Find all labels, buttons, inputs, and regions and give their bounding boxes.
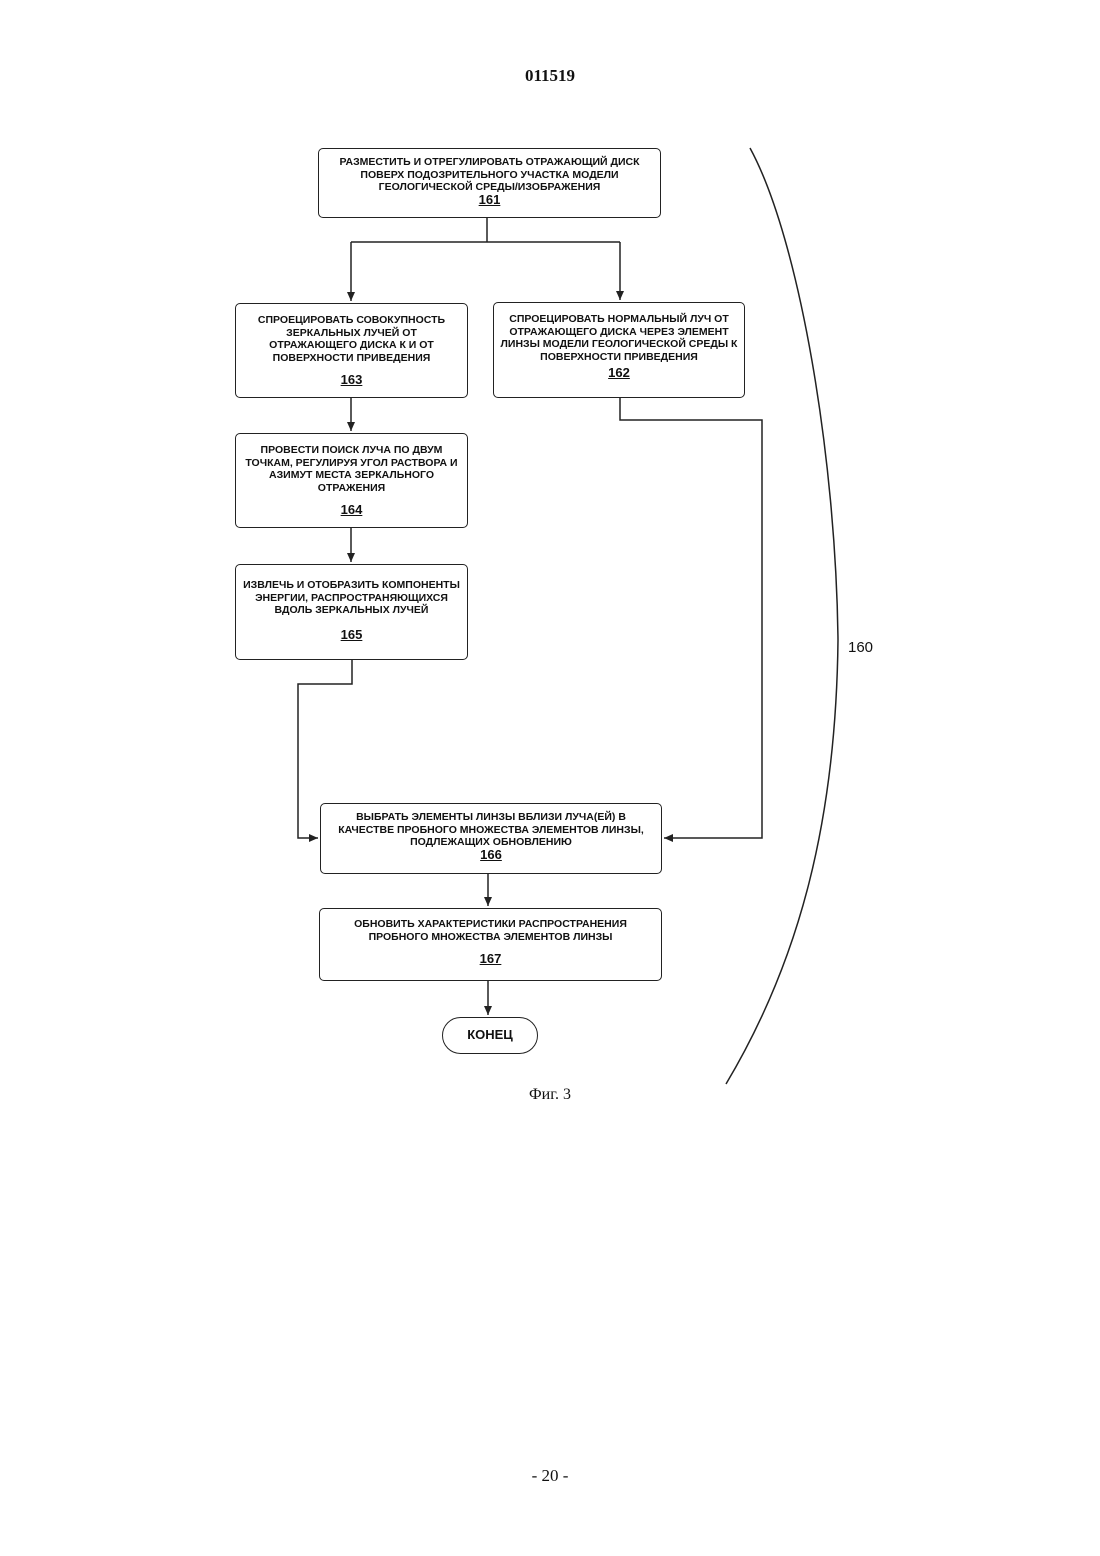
step-166-box: ВЫБРАТЬ ЭЛЕМЕНТЫ ЛИНЗЫ ВБЛИЗИ ЛУЧА(ЕЙ) В… (320, 803, 662, 874)
page-footer-number: - 20 - (0, 1466, 1100, 1486)
end-terminator: КОНЕЦ (442, 1017, 538, 1054)
step-167-box: ОБНОВИТЬ ХАРАКТЕРИСТИКИ РАСПРОСТРАНЕНИЯ … (319, 908, 662, 981)
arrow-162-to-166 (620, 398, 762, 838)
step-167-text: ОБНОВИТЬ ХАРАКТЕРИСТИКИ РАСПРОСТРАНЕНИЯ … (354, 918, 627, 943)
step-165-box: ИЗВЛЕЧЬ И ОТОБРАЗИТЬ КОМПОНЕНТЫ ЭНЕРГИИ,… (235, 564, 468, 660)
bracket-label: 160 (848, 639, 873, 656)
step-161-box: РАЗМЕСТИТЬ И ОТРЕГУЛИРОВАТЬ ОТРАЖАЮЩИЙ Д… (318, 148, 661, 218)
step-163-ref: 163 (242, 374, 461, 387)
step-166-text: ВЫБРАТЬ ЭЛЕМЕНТЫ ЛИНЗЫ ВБЛИЗИ ЛУЧА(ЕЙ) В… (338, 811, 644, 848)
step-162-box: СПРОЕЦИРОВАТЬ НОРМАЛЬНЫЙ ЛУЧ ОТ ОТРАЖАЮЩ… (493, 302, 745, 398)
step-165-text: ИЗВЛЕЧЬ И ОТОБРАЗИТЬ КОМПОНЕНТЫ ЭНЕРГИИ,… (243, 579, 460, 616)
bracket-160 (726, 148, 838, 1084)
step-164-text: ПРОВЕСТИ ПОИСК ЛУЧА ПО ДВУМ ТОЧКАМ, РЕГУ… (245, 444, 457, 494)
step-164-ref: 164 (242, 504, 461, 517)
step-162-text: СПРОЕЦИРОВАТЬ НОРМАЛЬНЫЙ ЛУЧ ОТ ОТРАЖАЮЩ… (501, 313, 738, 363)
step-163-text: СПРОЕЦИРОВАТЬ СОВОКУПНОСТЬ ЗЕРКАЛЬНЫХ ЛУ… (258, 314, 445, 364)
step-166-ref: 166 (327, 849, 655, 862)
step-162-ref: 162 (500, 367, 738, 380)
step-167-ref: 167 (326, 953, 655, 966)
step-163-box: СПРОЕЦИРОВАТЬ СОВОКУПНОСТЬ ЗЕРКАЛЬНЫХ ЛУ… (235, 303, 468, 398)
step-161-ref: 161 (325, 194, 654, 207)
step-165-ref: 165 (242, 629, 461, 642)
figure-caption: Фиг. 3 (0, 1086, 1100, 1104)
step-164-box: ПРОВЕСТИ ПОИСК ЛУЧА ПО ДВУМ ТОЧКАМ, РЕГУ… (235, 433, 468, 528)
step-161-text: РАЗМЕСТИТЬ И ОТРЕГУЛИРОВАТЬ ОТРАЖАЮЩИЙ Д… (339, 156, 639, 193)
